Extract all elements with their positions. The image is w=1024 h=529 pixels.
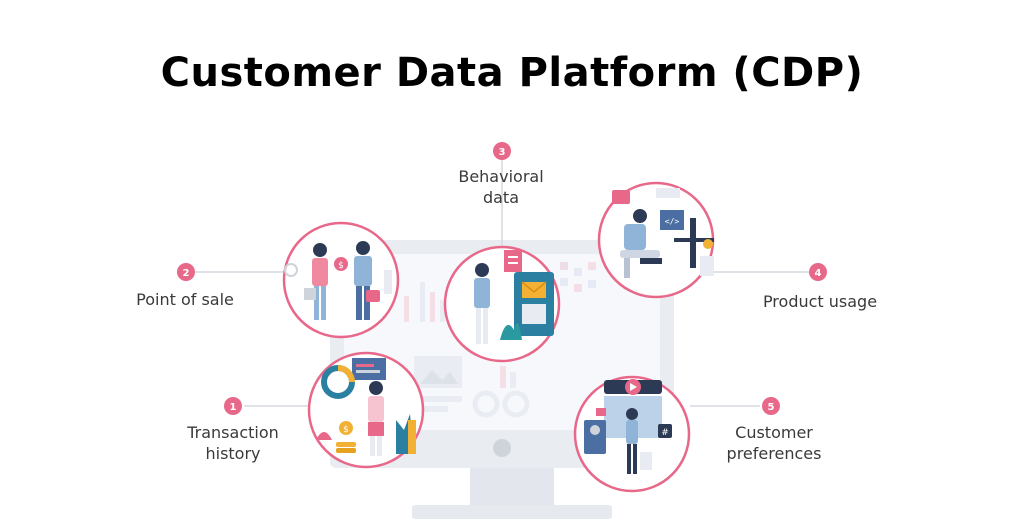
label-product-usage-line1: Product usage [762,292,878,311]
badge-1 [224,397,242,415]
label-transaction-history: Transaction history [166,422,300,464]
monitor-base [412,505,612,519]
label-customer-preferences-line1: Customer [735,423,813,442]
label-customer-preferences-line2: preferences [726,444,822,463]
monitor-neck [470,468,554,508]
number-badges: 3 2 4 1 5 [177,142,827,415]
badge-4-text: 4 [815,268,822,279]
label-behavioral-data-line2: data [482,188,520,207]
badge-3 [493,142,511,160]
svg-text:#: # [661,428,669,438]
badge-5-text: 5 [768,402,775,413]
badge-3-text: 3 [499,147,506,158]
svg-text:$: $ [338,261,344,271]
monitor-button [493,439,511,457]
label-point-of-sale: Point of sale [110,289,260,310]
label-transaction-history-line1: Transaction [187,423,279,442]
badge-2-text: 2 [183,268,190,279]
screen-widgets [404,262,596,418]
connector-lines [195,160,810,407]
label-point-of-sale-line1: Point of sale [136,290,234,309]
point-of-sale-illustration: $ [282,221,400,339]
behavioral-data-illustration [443,245,561,363]
label-behavioral-data-line1: Behavioral [458,167,544,186]
label-transaction-history-line2: history [205,444,261,463]
badge-1-text: 1 [230,402,237,413]
label-product-usage: Product usage [740,291,900,312]
label-customer-preferences: Customer preferences [706,422,842,464]
badge-4 [809,263,827,281]
product-usage-illustration: </> [597,181,715,299]
transaction-history-illustration: $ [307,351,425,469]
svg-text:</>: </> [665,217,680,226]
badge-5 [762,397,780,415]
badge-2 [177,263,195,281]
customer-preferences-illustration: # [573,375,691,493]
page-title: Customer Data Platform (CDP) [160,50,864,96]
svg-text:$: $ [343,425,349,435]
label-behavioral-data: Behavioral data [436,166,566,208]
